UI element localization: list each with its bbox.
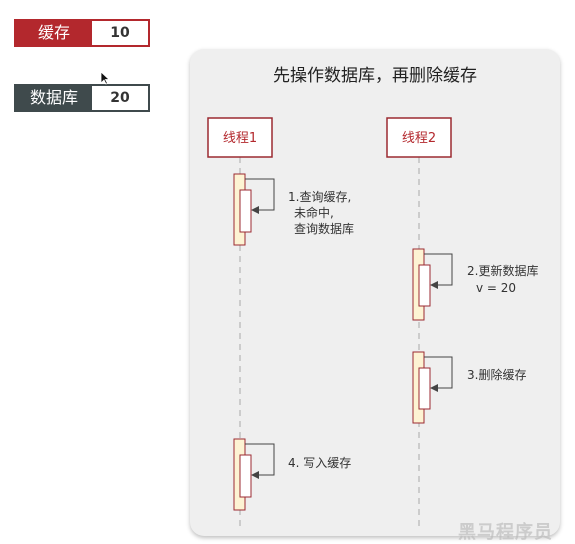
sequence-diagram: 线程1 线程2 1.查询缓存, 未命中, 查询数据库 2.更新数据库 v = 2…	[207, 117, 538, 527]
step1-line2: 未命中,	[294, 205, 334, 220]
cache-value-box: 缓存 10	[14, 19, 150, 47]
step1-line1: 1.查询缓存,	[288, 190, 351, 204]
step3-line1: 3.删除缓存	[467, 367, 526, 382]
step4-activation	[233, 438, 275, 511]
thread2-label: 线程2	[402, 131, 436, 146]
mouse-cursor-icon	[100, 71, 110, 85]
step2-activation	[412, 248, 453, 321]
database-value-box: 数据库 20	[14, 84, 150, 112]
database-value: 20	[92, 86, 148, 110]
watermark-logo: 黑马程序员	[458, 522, 553, 543]
cache-label: 缓存	[16, 21, 92, 45]
step1-line3: 查询数据库	[294, 221, 354, 236]
thread1-header: 线程1	[207, 117, 273, 158]
step3-activation	[412, 351, 453, 424]
step4-line1: 4. 写入缓存	[288, 456, 351, 470]
step2-line2: v = 20	[476, 281, 516, 295]
sequence-diagram-panel: 先操作数据库，再删除缓存 线程1 线程2 1.查询缓存, 未命中, 查询数据库	[190, 49, 560, 536]
step2-line1: 2.更新数据库	[467, 263, 538, 278]
panel-title: 先操作数据库，再删除缓存	[273, 66, 477, 86]
thread2-header: 线程2	[386, 117, 452, 158]
cache-value: 10	[92, 21, 148, 45]
thread1-label: 线程1	[223, 131, 257, 146]
step1-activation	[233, 173, 275, 246]
database-label: 数据库	[16, 86, 92, 110]
